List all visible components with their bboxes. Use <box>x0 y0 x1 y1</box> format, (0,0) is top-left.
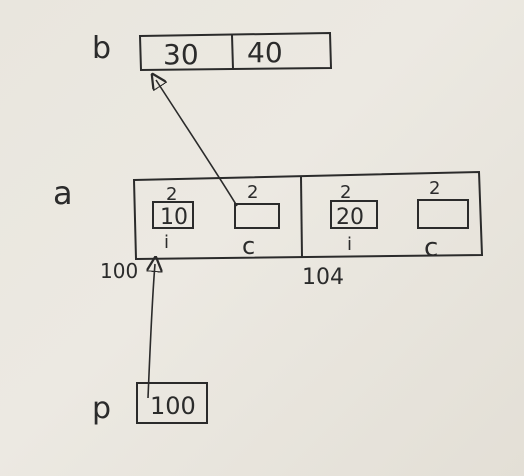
c-field-box <box>417 199 469 229</box>
label-p: p <box>92 391 111 426</box>
struct-cell-0: 2 10 i 2 c <box>152 182 280 260</box>
i-size-label: 2 <box>166 184 177 205</box>
struct-cell-1: 2 20 i 2 c <box>330 178 469 263</box>
array-a-divider <box>300 176 303 259</box>
i-field-value: 20 <box>336 205 364 230</box>
pointer-p-value: 100 <box>150 392 196 420</box>
c-field-label: c <box>242 232 255 260</box>
label-a: a <box>53 174 73 212</box>
address-100: 100 <box>100 259 138 283</box>
array-b-box <box>138 31 333 72</box>
arrow-p-to-a <box>148 264 155 399</box>
array-b-value-1: 40 <box>247 36 283 69</box>
label-b: b <box>92 31 111 66</box>
address-104: 104 <box>302 265 344 290</box>
i-field-box <box>152 201 194 229</box>
i-field-value: 10 <box>160 205 188 230</box>
array-a: 2 10 i 2 c 2 20 i 2 c 100 104 <box>100 170 484 290</box>
c-size-label: 2 <box>429 178 440 199</box>
i-field-box <box>330 200 378 229</box>
array-b: 30 40 <box>138 31 333 72</box>
arrow-c-to-b <box>156 80 238 207</box>
array-b-divider <box>231 34 234 70</box>
c-size-label: 2 <box>247 182 258 203</box>
pointer-p-box <box>136 382 208 424</box>
array-b-value-0: 30 <box>163 38 199 71</box>
i-field-label: i <box>164 232 169 253</box>
i-size-label: 2 <box>340 182 351 203</box>
array-a-outer-box <box>132 170 484 261</box>
c-field-box <box>234 203 280 229</box>
i-field-label: i <box>347 234 352 255</box>
c-field-label: c <box>424 233 438 263</box>
pointer-p: 100 <box>136 382 208 424</box>
